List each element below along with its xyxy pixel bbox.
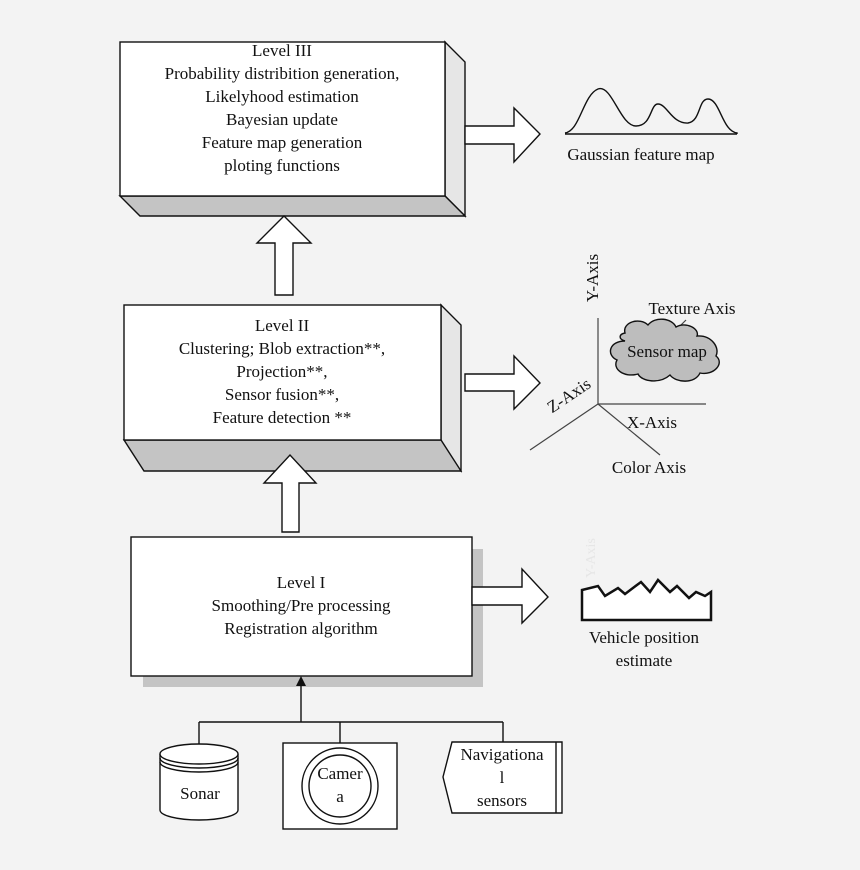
level-3-line-2: Likelyhood estimation (205, 87, 359, 106)
level-3-box: Level III Probability distribition gener… (118, 40, 467, 218)
level-3-title: Level III (252, 41, 312, 60)
y-axis-label: Y-Axis (583, 254, 602, 302)
level-3-line-3: Bayesian update (226, 110, 338, 129)
sonar-label: Sonar (180, 784, 220, 803)
level-1-title: Level I (277, 573, 326, 592)
level-3-line-1: Probability distribition generation, (165, 64, 400, 83)
navigational-sensors: Navigationa l sensors (442, 741, 563, 814)
sensor-connector (198, 676, 504, 744)
z-axis-label: Z-Axis (544, 374, 595, 417)
level-1-line-1: Smoothing/Pre processing (212, 596, 391, 615)
level-1-box: Level I Smoothing/Pre processing Registr… (130, 536, 483, 687)
level-2-line-1: Clustering; Blob extraction**, (179, 339, 385, 358)
gaussian-feature-map: Gaussian feature map (564, 88, 738, 164)
vehicle-position-label-line-2: estimate (616, 651, 673, 670)
level-2-line-2: Projection**, (236, 362, 327, 381)
vehicle-faint-axis-label: Y-Axis (584, 538, 599, 578)
vehicle-position-plot: Y-Axis Vehicle position estimate (580, 538, 713, 670)
vehicle-position-trace (580, 578, 713, 622)
level-3-line-5: ploting functions (224, 156, 340, 175)
sensor-map-label: Sensor map (627, 342, 707, 361)
level-2-line-4: Feature detection ** (213, 408, 352, 427)
x-axis-label: X-Axis (627, 413, 677, 432)
texture-axis-label: Texture Axis (648, 299, 735, 318)
arrow-level-2-to-level-3 (255, 215, 313, 296)
arrow-level-1-to-level-2 (262, 453, 318, 533)
level-2-title: Level II (255, 316, 310, 335)
color-axis-label: Color Axis (612, 458, 686, 477)
level-2-box: Level II Clustering; Blob extraction**, … (122, 303, 463, 473)
navigational-label-line-3: sensors (477, 791, 527, 810)
sonar-sensor: Sonar (159, 743, 239, 821)
gaussian-curve (564, 88, 738, 134)
camera-sensor: Camer a (282, 742, 398, 830)
level-1-line-2: Registration algorithm (224, 619, 377, 638)
navigational-label-line-2: l (500, 768, 505, 787)
sensor-map-axes: Y-Axis Z-Axis X-Axis Color Axis Texture … (529, 254, 736, 477)
gaussian-feature-map-label: Gaussian feature map (567, 145, 714, 164)
vehicle-position-label-line-1: Vehicle position (589, 628, 700, 647)
level-2-line-3: Sensor fusion**, (225, 385, 339, 404)
arrow-to-vehicle-position (471, 567, 549, 625)
navigational-label-line-1: Navigationa (460, 745, 544, 764)
arrow-to-gaussian (464, 106, 541, 164)
level-3-line-4: Feature map generation (202, 133, 363, 152)
arrow-to-sensor-map (464, 354, 541, 411)
camera-label-line-1: Camer (317, 764, 363, 783)
sensor-map-cloud: Sensor map (609, 318, 720, 382)
camera-label-line-2: a (336, 787, 344, 806)
